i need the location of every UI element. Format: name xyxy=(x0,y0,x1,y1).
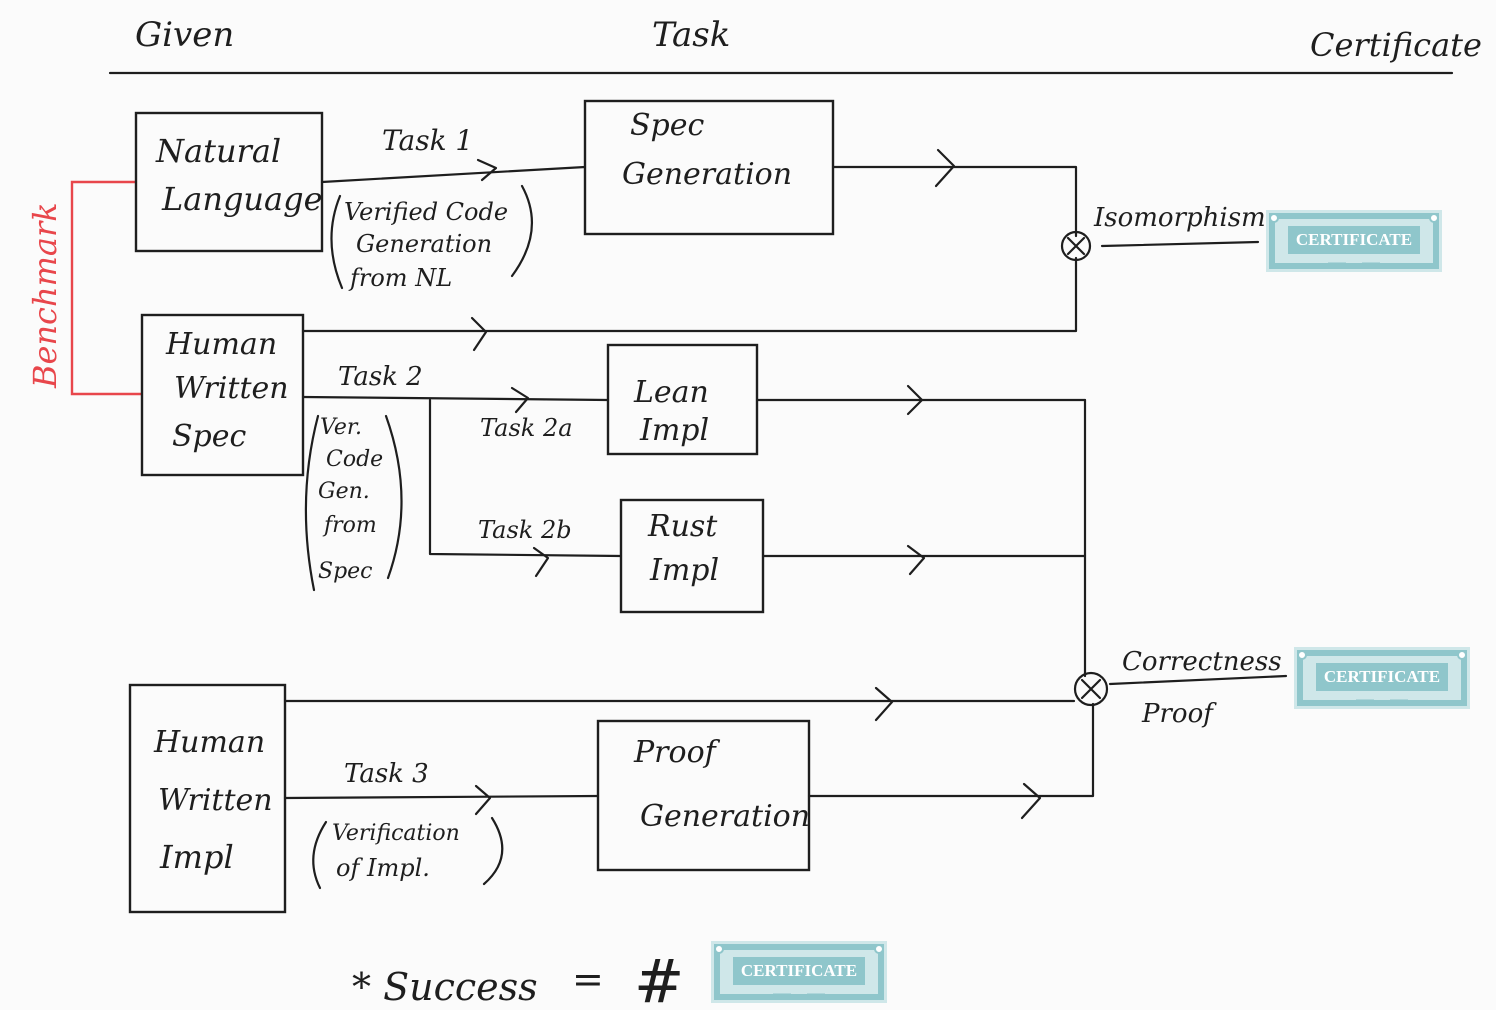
correctness-label: Correctness xyxy=(1122,647,1282,677)
task3-desc-line2: of Impl. xyxy=(336,854,430,882)
task2-line xyxy=(301,395,610,402)
badge-text-3: CERTIFICATE xyxy=(741,961,857,980)
specgen-line2: Generation xyxy=(622,157,792,192)
task2-desc-line5: Spec xyxy=(318,559,373,584)
impl-to-merge-arrow xyxy=(874,686,894,722)
task2-desc-line1: Ver. xyxy=(320,415,362,440)
task3-paren-right xyxy=(482,816,504,886)
task1-desc-line1: Verified Code xyxy=(344,198,508,226)
task2-desc-line4: from xyxy=(322,513,377,538)
spec-to-merge-line xyxy=(301,256,1078,333)
spec-line1: Human xyxy=(165,327,277,362)
impl-line3: Impl xyxy=(159,838,234,876)
specgen-line1: Spec xyxy=(630,108,705,143)
footer-certificate-badge: CERTIFICATE xyxy=(711,941,887,1003)
task3-desc-line1: Verification xyxy=(332,821,460,846)
isomorphism-certificate-badge: CERTIFICATE xyxy=(1266,210,1442,272)
correctness-underline xyxy=(1108,674,1288,686)
impl-line1: Human xyxy=(153,725,265,760)
badge-text-2: CERTIFICATE xyxy=(1324,667,1440,686)
task1-line xyxy=(320,165,587,184)
proof-out-arrow xyxy=(1020,782,1042,820)
task1-paren-right xyxy=(510,184,533,278)
task2-paren-right xyxy=(384,414,403,580)
correctness-merge-x xyxy=(1080,678,1102,700)
specgen-out-arrow xyxy=(934,148,956,188)
task2a-label: Task 2a xyxy=(480,414,573,442)
rust-out-arrow xyxy=(906,544,926,576)
isomorphism-merge-x xyxy=(1066,236,1086,256)
isomorphism-label: Isomorphism xyxy=(1093,203,1266,233)
task1-paren-left xyxy=(330,194,344,290)
task1-arrow xyxy=(476,158,498,182)
task3-label: Task 3 xyxy=(344,759,429,789)
task1-label: Task 1 xyxy=(382,124,473,157)
header-task: Task xyxy=(652,15,730,55)
human-written-spec-box xyxy=(140,313,305,477)
benchmark-label: Benchmark xyxy=(26,202,64,389)
isomorphism-underline xyxy=(1100,240,1260,248)
proof-line2: Generation xyxy=(640,799,810,834)
proof-cert-label: Proof xyxy=(1141,699,1217,729)
spec-to-merge-arrow xyxy=(470,316,488,352)
task2b-label: Task 2b xyxy=(478,516,572,544)
lean-line1: Lean xyxy=(633,375,709,410)
nl-line2: Language xyxy=(161,180,323,218)
correctness-certificate-badge: CERTIFICATE xyxy=(1294,647,1470,709)
success-label: * Success xyxy=(352,965,538,1009)
specgen-out-line xyxy=(831,165,1078,238)
spec-line3: Spec xyxy=(172,419,247,454)
lean-out-arrow xyxy=(906,384,924,416)
rust-line1: Rust xyxy=(647,509,718,544)
badge-text-1: CERTIFICATE xyxy=(1296,230,1412,249)
task2-branch-line xyxy=(428,398,623,558)
benchmark-bracket xyxy=(70,180,142,396)
task2-arrow xyxy=(510,386,530,414)
lean-line2: Impl xyxy=(639,413,709,448)
equals-sign: = xyxy=(572,957,604,1001)
task2-desc-line2: Code xyxy=(326,447,383,472)
task2b-arrow xyxy=(532,546,550,578)
task1-desc-line2: Generation xyxy=(356,230,492,258)
task3-line xyxy=(283,794,600,800)
task2-desc-line3: Gen. xyxy=(318,479,370,504)
spec-line2: Written xyxy=(174,371,289,406)
task2-paren-left xyxy=(304,414,320,592)
task1-desc-line3: from NL xyxy=(348,264,452,292)
task2-label: Task 2 xyxy=(338,362,423,392)
impl-line2: Written xyxy=(158,783,273,818)
proof-out-line xyxy=(807,702,1095,798)
isomorphism-merge-node xyxy=(1060,230,1092,262)
header-certificate: Certificate xyxy=(1310,26,1482,64)
correctness-merge-node xyxy=(1073,671,1109,707)
count-sign: # xyxy=(634,947,684,1010)
nl-line1: Natural xyxy=(155,132,281,170)
task3-paren-left xyxy=(312,820,328,890)
header-given: Given xyxy=(135,15,234,55)
task3-arrow xyxy=(474,784,492,816)
rust-line2: Impl xyxy=(649,553,719,588)
proof-line1: Proof xyxy=(633,735,721,770)
